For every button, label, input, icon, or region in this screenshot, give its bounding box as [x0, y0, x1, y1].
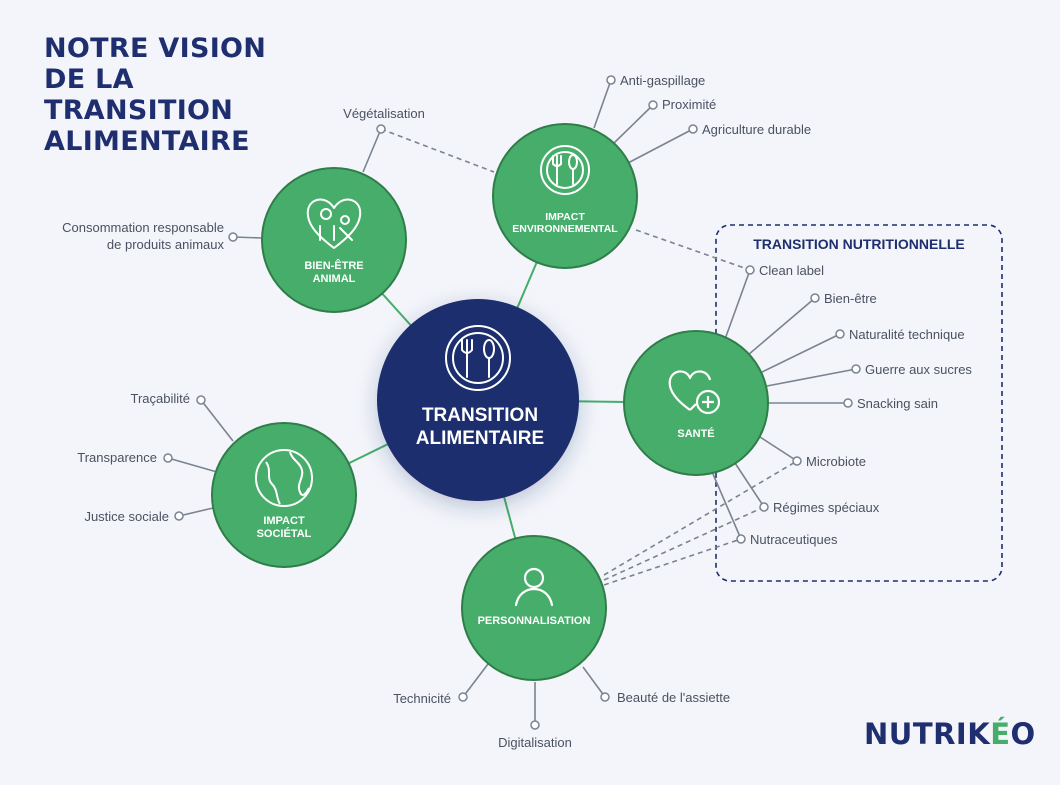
leaf-dots — [163, 75, 861, 730]
leaf-justice: Justice sociale — [84, 509, 169, 524]
brand-accent: É — [990, 717, 1011, 751]
leaf-labels: Végétalisation Consommation responsable … — [62, 73, 972, 750]
node-impact-environnemental: IMPACT ENVIRONNEMENTAL — [492, 123, 638, 269]
leaf-guerre-sucres: Guerre aux sucres — [865, 362, 972, 377]
node-label-line1: IMPACT — [545, 211, 585, 223]
leaf-agriculture: Agriculture durable — [702, 122, 811, 137]
leaf-snacking: Snacking sain — [857, 396, 938, 411]
leaf-proximite: Proximité — [662, 97, 716, 112]
cutlery-icon — [445, 325, 511, 391]
leaf-naturalite: Naturalité technique — [849, 327, 965, 342]
node-label-line1: BIEN-ÊTRE — [304, 259, 363, 272]
center-label-line2: ALIMENTAIRE — [416, 428, 544, 449]
globe-icon — [255, 449, 313, 507]
leaf-consommation-line1: Consommation responsable — [62, 220, 224, 235]
leaf-nutraceutiques: Nutraceutiques — [750, 532, 838, 547]
leaf-clean-label: Clean label — [759, 263, 824, 278]
brand-part1: NUTRIK — [864, 717, 991, 751]
leaf-anti-gaspillage: Anti-gaspillage — [620, 73, 705, 88]
brand-part2: O — [1010, 717, 1036, 751]
page-title: NOTRE VISION DE LA TRANSITION ALIMENTAIR… — [44, 33, 267, 157]
heart-plus-icon — [668, 370, 721, 415]
dashed-leaf-lines — [380, 128, 798, 586]
leaf-vegetalisation: Végétalisation — [343, 106, 425, 121]
node-sante: SANTÉ — [623, 330, 769, 476]
node-personnalisation: PERSONNALISATION — [461, 535, 607, 681]
leaf-technicite: Technicité — [393, 691, 451, 706]
node-label-line2: ENVIRONNEMENTAL — [512, 223, 618, 235]
node-impact-societal: IMPACT SOCIÉTAL — [211, 422, 357, 568]
node-label-line1: PERSONNALISATION — [478, 615, 591, 627]
box-title: TRANSITION NUTRITIONNELLE — [753, 236, 965, 252]
node-label-line1: IMPACT — [263, 515, 305, 527]
leaf-tracabilite: Traçabilité — [131, 391, 190, 406]
leaf-transparence: Transparence — [77, 450, 157, 465]
center-label-line1: TRANSITION — [422, 405, 538, 426]
node-label-line2: SOCIÉTAL — [257, 527, 312, 540]
node-bien-etre-animal: BIEN-ÊTRE ANIMAL — [261, 167, 407, 313]
node-label-line2: ANIMAL — [313, 273, 356, 285]
person-icon — [514, 567, 554, 607]
cutlery-icon — [540, 145, 590, 195]
leaf-lines — [167, 79, 857, 725]
leaf-consommation-line2: de produits animaux — [107, 237, 225, 252]
node-label-line1: SANTÉ — [677, 427, 714, 440]
leaf-regimes: Régimes spéciaux — [773, 500, 880, 515]
leaf-bien-etre: Bien-être — [824, 291, 877, 306]
leaf-digitalisation: Digitalisation — [498, 735, 572, 750]
center-node: TRANSITION ALIMENTAIRE — [377, 299, 579, 501]
brand-logo: NUTRIKÉO — [864, 717, 1036, 751]
leaf-beaute: Beauté de l'assiette — [617, 690, 730, 705]
animals-heart-icon — [306, 198, 362, 249]
leaf-microbiote: Microbiote — [806, 454, 866, 469]
